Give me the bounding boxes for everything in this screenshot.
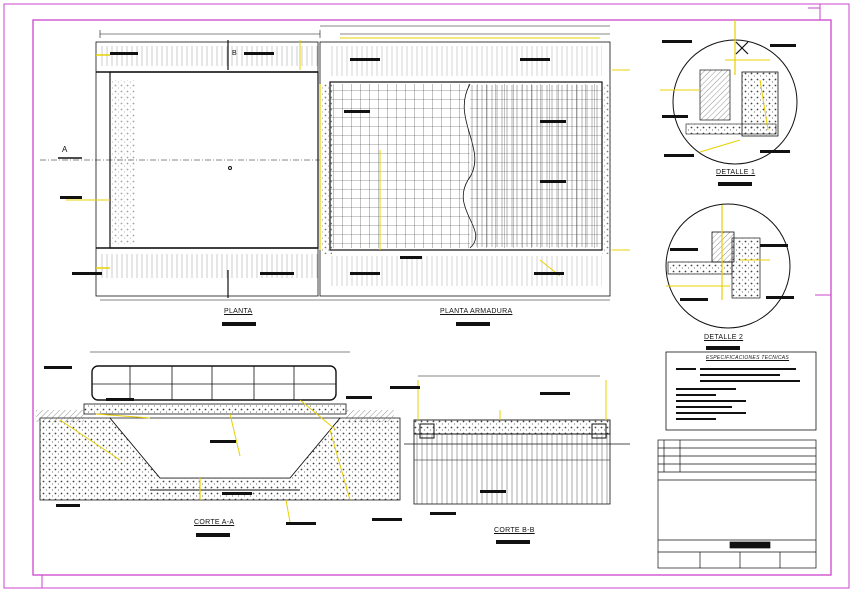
section-bb-view bbox=[390, 375, 630, 515]
detail-2-scale-bar bbox=[706, 346, 740, 350]
section-aa-scale-bar bbox=[196, 533, 230, 537]
title-block bbox=[657, 439, 817, 569]
detail-1-scale-bar bbox=[718, 182, 752, 186]
section-mark-b-top: B bbox=[232, 50, 237, 57]
plan-scale-bar bbox=[222, 322, 256, 326]
inner-frame bbox=[32, 19, 832, 576]
section-aa-view bbox=[36, 351, 402, 525]
detail-1-title: DETALLE 1 bbox=[716, 169, 756, 176]
detail-1-view bbox=[660, 20, 798, 165]
specifications-box bbox=[665, 351, 817, 431]
detail-2-title: DETALLE 2 bbox=[704, 334, 744, 341]
detail-2-view bbox=[665, 203, 794, 329]
plan-title: PLANTA bbox=[224, 308, 253, 315]
section-bb-scale-bar bbox=[496, 540, 530, 544]
plan-view bbox=[40, 30, 321, 301]
outer-frame bbox=[3, 3, 850, 589]
specifications-title: ESPECIFICACIONES TECNICAS bbox=[706, 355, 790, 361]
rebar-plan-scale-bar bbox=[456, 322, 490, 326]
rebar-plan-title: PLANTA ARMADURA bbox=[440, 308, 513, 315]
rebar-plan-view bbox=[319, 25, 630, 301]
section-mark-a: A bbox=[62, 145, 68, 154]
section-aa-title: CORTE A-A bbox=[194, 519, 235, 526]
section-bb-title: CORTE B-B bbox=[494, 527, 535, 534]
